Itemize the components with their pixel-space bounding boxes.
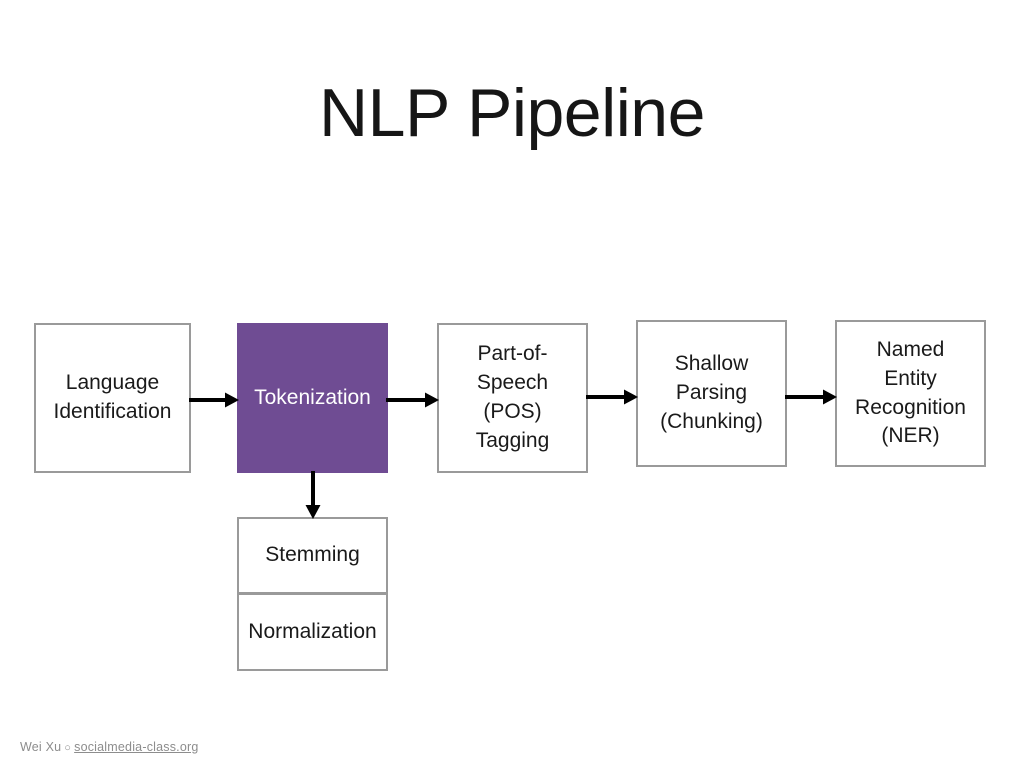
flow-node-stemming[interactable]: Stemming [237, 517, 388, 594]
flow-node-tokenization[interactable]: Tokenization [237, 323, 388, 473]
flow-node-named-entity-recognition[interactable]: Named Entity Recognition (NER) [835, 320, 986, 467]
arrow-right-icon [785, 389, 837, 405]
arrow-right-icon [189, 392, 239, 408]
flow-node-shallow-parsing[interactable]: Shallow Parsing (Chunking) [636, 320, 787, 467]
flow-node-pos-tagging[interactable]: Part-of- Speech (POS) Tagging [437, 323, 588, 473]
footer-author: Wei Xu [20, 740, 62, 754]
footer-site-link[interactable]: socialmedia-class.org [74, 740, 199, 754]
footer: Wei Xu○socialmedia-class.org [20, 740, 199, 754]
flow-node-language-identification[interactable]: Language Identification [34, 323, 191, 473]
flow-node-normalization[interactable]: Normalization [237, 593, 388, 671]
footer-separator-icon: ○ [64, 742, 72, 754]
arrow-right-icon [386, 392, 439, 408]
arrow-right-icon [586, 389, 638, 405]
page-title: NLP Pipeline [319, 75, 705, 151]
arrow-down-icon [305, 471, 321, 519]
